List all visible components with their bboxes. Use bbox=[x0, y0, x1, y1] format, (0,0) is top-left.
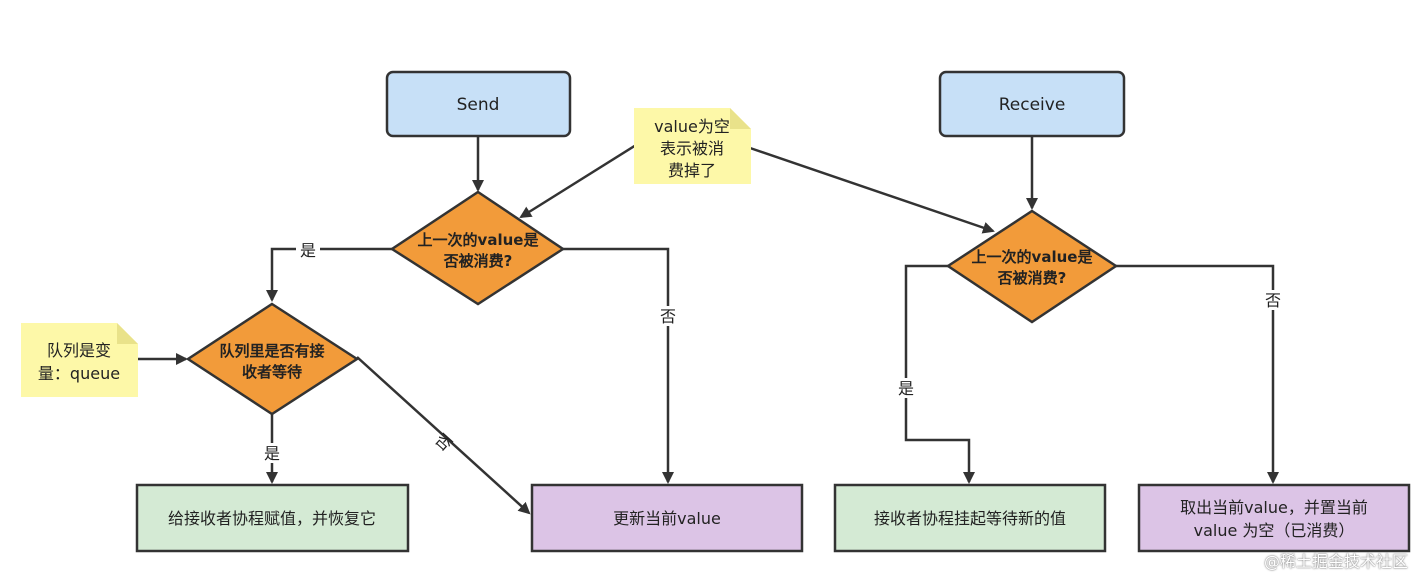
note-queue-var: 队列是变 量：queue bbox=[21, 323, 138, 397]
svg-text:value 为空（已消费）: value 为空（已消费） bbox=[1194, 521, 1355, 540]
svg-text:接收者协程挂起等待新的值: 接收者协程挂起等待新的值 bbox=[874, 509, 1066, 528]
edge-queue-no bbox=[356, 356, 531, 515]
edge-note-send bbox=[519, 143, 637, 219]
edge-label-no: 否 bbox=[431, 430, 456, 455]
edge-send-yes bbox=[266, 247, 392, 302]
watermark: @稀土掘金技术社区 bbox=[1263, 552, 1408, 571]
svg-text:费掉了: 费掉了 bbox=[668, 161, 716, 180]
send-node: Send bbox=[385, 70, 572, 138]
svg-text:更新当前value: 更新当前value bbox=[613, 509, 721, 528]
svg-text:上一次的value是: 上一次的value是 bbox=[972, 248, 1094, 266]
edge-label-yes: 是 bbox=[898, 379, 914, 398]
edge-label-yes: 是 bbox=[264, 444, 280, 463]
receive-node: Receive bbox=[938, 70, 1126, 138]
svg-text:给接收者协程赋值，并恢复它: 给接收者协程赋值，并恢复它 bbox=[168, 509, 376, 528]
edge-label-yes: 是 bbox=[300, 241, 316, 260]
edge-note-receive bbox=[749, 146, 995, 234]
suspend-receiver-node: 接收者协程挂起等待新的值 bbox=[833, 483, 1107, 553]
edge-receive-yes bbox=[904, 264, 975, 484]
queue-waiting-check: 队列里是否有接 收者等待 bbox=[185, 302, 360, 416]
svg-text:表示被消: 表示被消 bbox=[660, 139, 724, 158]
svg-text:否被消费?: 否被消费? bbox=[997, 269, 1067, 287]
svg-text:value为空: value为空 bbox=[654, 117, 730, 136]
svg-text:收者等待: 收者等待 bbox=[242, 363, 302, 381]
svg-text:队列里是否有接: 队列里是否有接 bbox=[219, 342, 324, 360]
edge-label-no: 否 bbox=[1265, 291, 1281, 310]
edge-label-no: 否 bbox=[660, 307, 676, 326]
svg-text:队列是变: 队列是变 bbox=[47, 341, 111, 360]
svg-text:上一次的value是: 上一次的value是 bbox=[418, 231, 540, 249]
receive-consumed-check: 上一次的value是 否被消费? bbox=[945, 209, 1119, 324]
svg-text:Receive: Receive bbox=[999, 95, 1066, 115]
take-value-node: 取出当前value，并置当前 value 为空（已消费） bbox=[1137, 483, 1411, 553]
give-receiver-node: 给接收者协程赋值，并恢复它 bbox=[135, 483, 410, 553]
svg-text:量：queue: 量：queue bbox=[38, 364, 120, 383]
edge-receive-no bbox=[1116, 264, 1279, 484]
note-value-empty: value为空 表示被消 费掉了 bbox=[634, 108, 751, 184]
edge-send-no bbox=[563, 247, 674, 484]
svg-text:Send: Send bbox=[457, 95, 500, 115]
send-consumed-check: 上一次的value是 否被消费? bbox=[389, 190, 566, 306]
svg-text:否被消费?: 否被消费? bbox=[443, 252, 513, 270]
update-value-node: 更新当前value bbox=[530, 483, 804, 553]
svg-text:取出当前value，并置当前: 取出当前value，并置当前 bbox=[1180, 498, 1368, 517]
